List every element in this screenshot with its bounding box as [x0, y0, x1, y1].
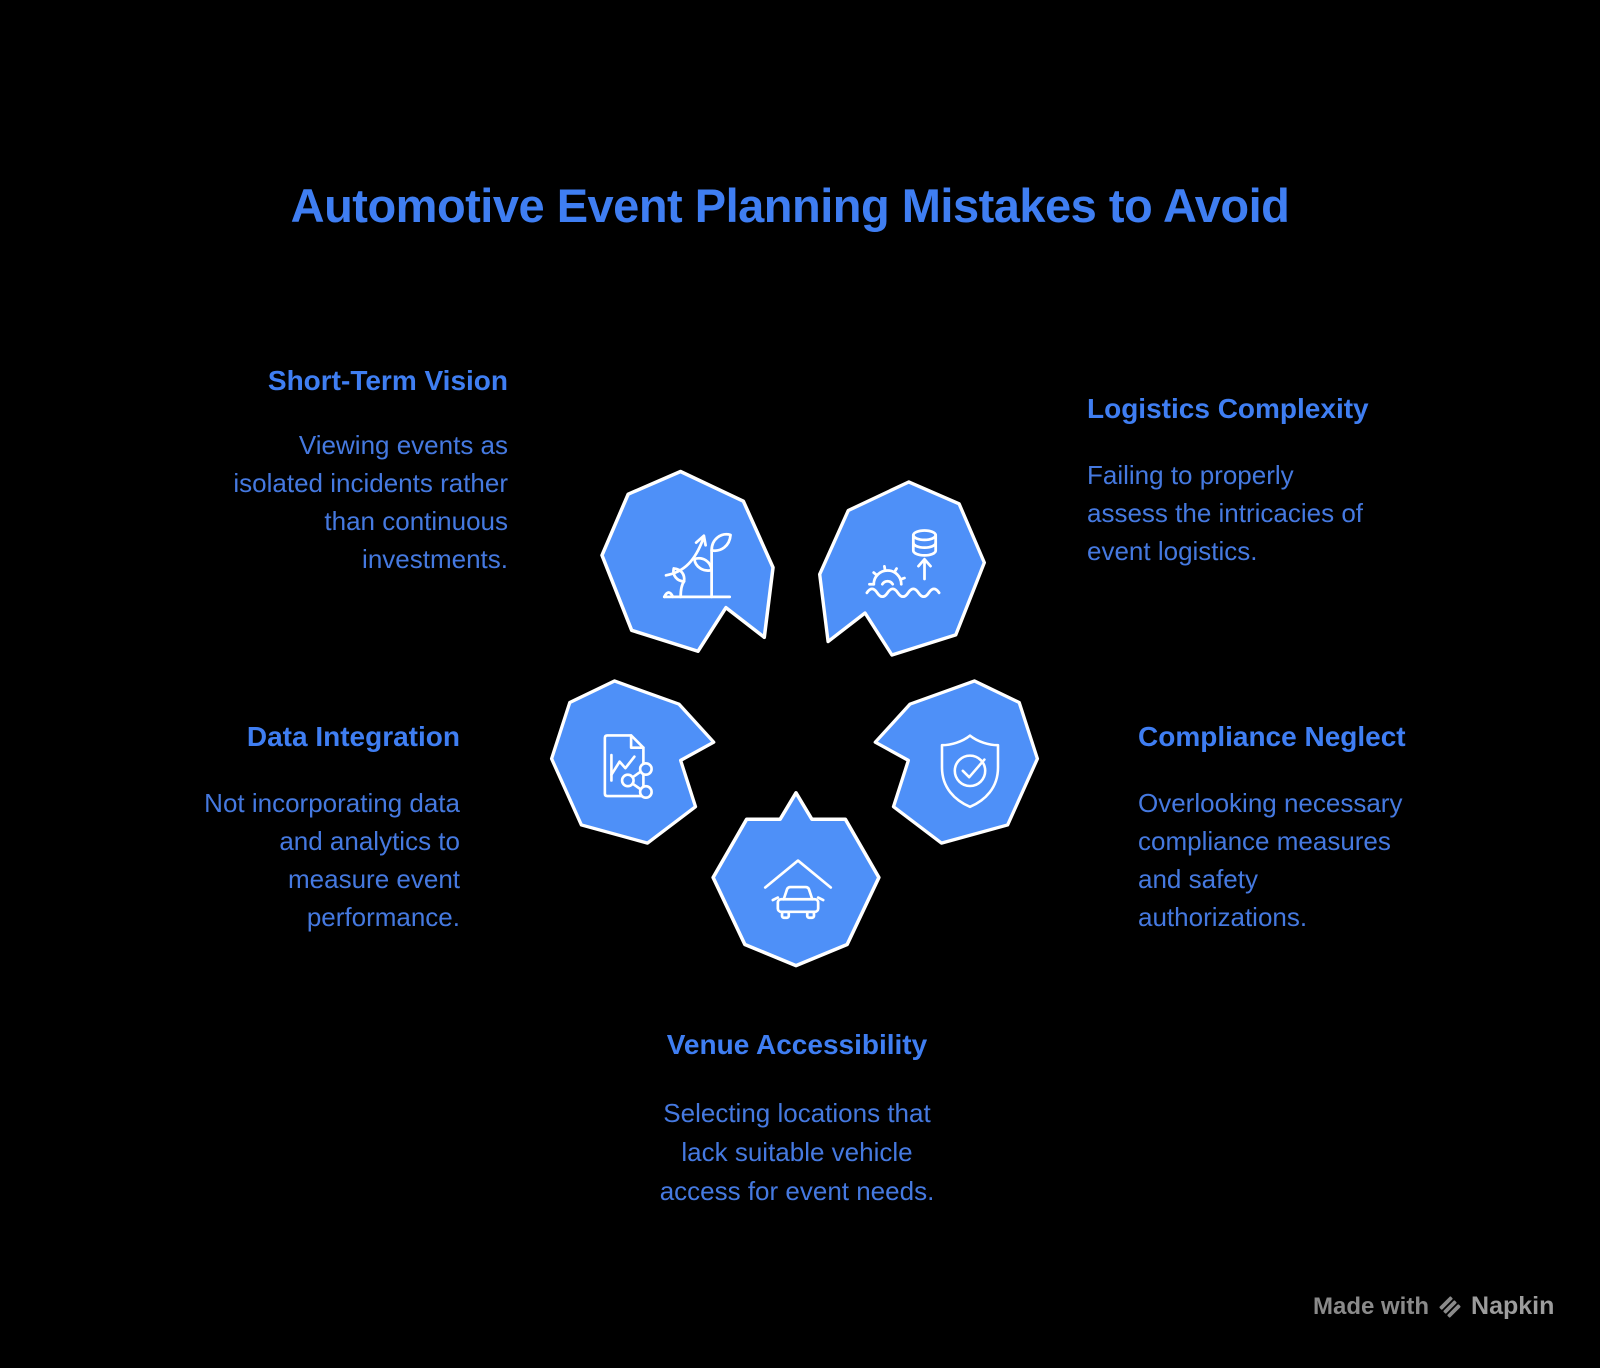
body-line: Failing to properly — [1087, 460, 1294, 490]
item-logistics-complexity: Logistics Complexity Failing to properly… — [1087, 392, 1447, 570]
hex-badge-compliance-neglect — [868, 676, 1048, 858]
car-under-roof-icon — [763, 859, 833, 920]
item-compliance-neglect: Compliance Neglect Overlooking necessary… — [1138, 720, 1478, 936]
body-line: Selecting locations that — [663, 1098, 931, 1128]
item-short-term-vision: Short-Term Vision Viewing events as isol… — [158, 364, 508, 578]
gear-in-water-icon — [865, 529, 941, 599]
body-line: performance. — [306, 902, 460, 932]
body-line: investments. — [362, 544, 508, 574]
body-line: compliance measures — [1138, 826, 1391, 856]
item-body-short-term-vision: Viewing events as isolated incidents rat… — [158, 426, 508, 578]
watermark-prefix: Made with — [1313, 1292, 1430, 1320]
hex-shape — [711, 791, 881, 968]
item-heading-short-term-vision: Short-Term Vision — [267, 365, 508, 396]
item-heading-data-integration: Data Integration — [246, 721, 460, 752]
body-line: assess the intricacies of — [1087, 498, 1364, 528]
body-line: Viewing events as — [298, 430, 508, 460]
hex-shape — [549, 679, 716, 845]
item-heading-logistics-complexity: Logistics Complexity — [1087, 393, 1369, 424]
item-body-data-integration: Not incorporating data and analytics to … — [105, 784, 460, 936]
made-with-napkin-watermark: Made with Napkin — [1313, 1292, 1554, 1321]
body-line: access for event needs. — [659, 1176, 935, 1206]
hex-badge-data-integration — [540, 676, 722, 858]
hex-badge-venue-accessibility — [704, 784, 888, 978]
item-venue-accessibility: Venue Accessibility Selecting locations … — [597, 1028, 997, 1211]
item-body-venue-accessibility: Selecting locations that lack suitable v… — [597, 1094, 997, 1211]
watermark-brand: Napkin — [1471, 1292, 1555, 1320]
shield-check-icon — [940, 734, 1000, 809]
growth-plant-icon — [662, 532, 732, 599]
body-line: event logistics. — [1087, 536, 1258, 566]
napkin-logo-icon — [1439, 1295, 1461, 1318]
hex-badge-short-term-vision — [600, 468, 775, 660]
item-data-integration: Data Integration Not incorporating data … — [105, 720, 460, 936]
document-analytics-share-icon — [603, 734, 653, 800]
item-heading-venue-accessibility: Venue Accessibility — [666, 1029, 928, 1060]
body-line: Overlooking necessary — [1138, 788, 1403, 818]
body-line: Not incorporating data — [204, 788, 460, 818]
body-line: than continuous — [324, 506, 508, 536]
body-line: isolated incidents rather — [233, 468, 508, 498]
body-line: authorizations. — [1138, 902, 1308, 932]
item-body-logistics-complexity: Failing to properly assess the intricaci… — [1087, 456, 1447, 570]
item-heading-compliance-neglect: Compliance Neglect — [1138, 721, 1406, 752]
body-line: lack suitable vehicle — [681, 1137, 913, 1167]
body-line: and analytics to — [279, 826, 460, 856]
hex-shape — [818, 480, 986, 657]
page-title: Automotive Event Planning Mistakes to Av… — [290, 179, 1290, 232]
body-line: measure event — [288, 864, 460, 894]
body-line: and safety — [1138, 864, 1258, 894]
hex-badge-logistics-complexity — [818, 478, 986, 664]
item-body-compliance-neglect: Overlooking necessary compliance measure… — [1138, 784, 1478, 936]
hex-shape — [600, 469, 775, 654]
